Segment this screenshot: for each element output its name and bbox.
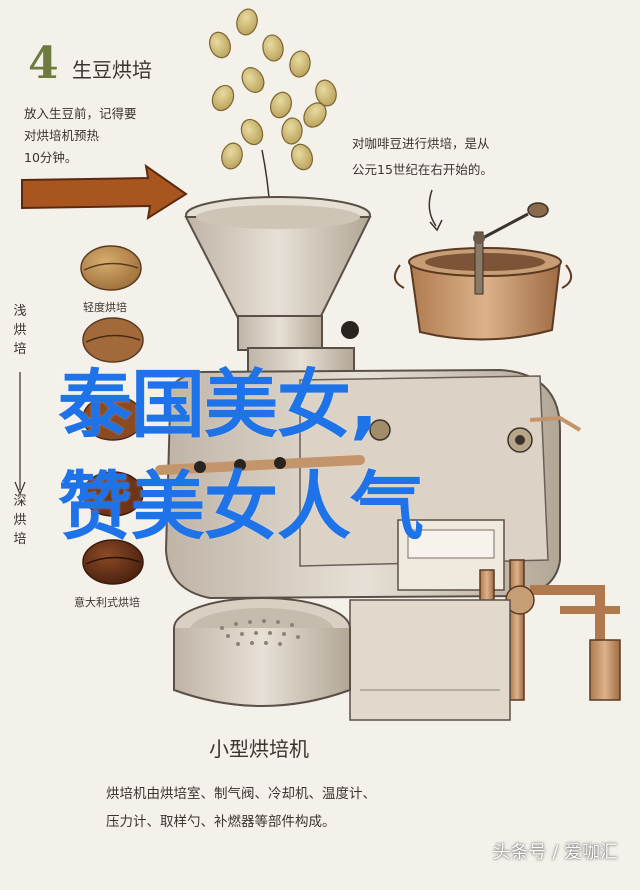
coffee-bean-icon [80,245,142,291]
coffee-bean-icon [82,395,144,441]
note-right-line-1: 对咖啡豆进行烘培，是从 [352,136,490,151]
light-roast-label: 浅烘培 [13,304,27,357]
light-bean-label: 轻度烘培 [83,301,127,314]
overlay-headline-line-1: 泰国美女, [58,362,378,448]
note-right-line-2: 公元15世纪在右开始的。 [352,162,493,177]
coffee-bean-icon [82,471,144,517]
roast-level-beans [14,245,144,585]
coffee-bean-icon [82,539,144,585]
note-left-line-2: 对烘培机预热 [24,128,100,143]
roasting-drum-icon [155,347,621,721]
cooling-tray-icon [173,597,351,707]
dark-bean-label: 意大利式烘培 [74,596,140,609]
note-left-line-1: 放入生豆前，记得要 [24,106,137,121]
dark-roast-label: 深烘培 [13,494,27,547]
overlay-headline-line-2: 赞美女人气 [58,464,424,550]
green-beans [209,8,337,216]
step-number: 4 [28,38,59,89]
watermark: 头条号 / 爱咖汇 [492,842,618,863]
machine-caption-line-1: 烘培机由烘培室、制气阀、冷却机、温度计、 [106,786,376,802]
machine-title: 小型烘培机 [209,737,309,761]
machine-caption-line-2: 压力计、取样勺、补燃器等部件构成。 [106,814,336,830]
coffee-bean-icon [82,317,144,363]
big-arrow-icon [21,163,188,221]
grinder-icon [393,202,573,341]
hopper-icon [184,196,372,351]
note-left-line-3: 10分钟。 [24,150,78,165]
step-title: 生豆烘培 [72,58,152,82]
